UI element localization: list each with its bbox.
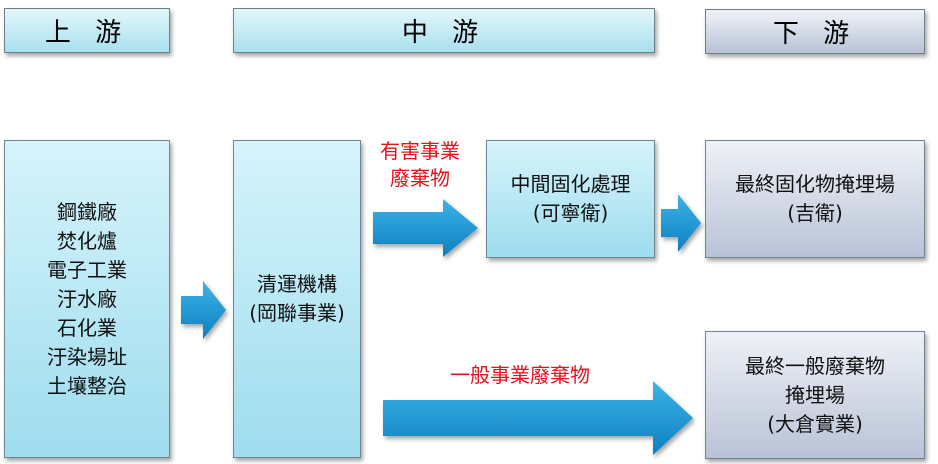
source-item: 電子工業 <box>47 257 127 282</box>
downstream-header: 下 游 <box>705 9 925 54</box>
solidification-box: 中間固化處理 (可寧衛) <box>486 140 655 258</box>
solidified-landfill-company: (吉衛) <box>787 201 843 225</box>
downstream-header-label: 下 游 <box>772 19 858 49</box>
solidified-landfill-title: 最終固化物掩埋場 <box>735 172 895 196</box>
general-waste-label: 一般事業廢棄物 <box>450 363 590 387</box>
upstream-header: 上 游 <box>4 8 170 53</box>
general-landfill-box: 最終一般廢棄物 掩埋場 (大倉實業) <box>705 331 925 459</box>
source-item: 石化業 <box>57 315 117 340</box>
arrow-sources-to-transport <box>181 281 226 339</box>
solidification-title: 中間固化處理 <box>510 172 631 196</box>
solidification-company: (可寧衛) <box>532 201 609 225</box>
upstream-header-label: 上 游 <box>44 18 130 48</box>
arrow-solidification-to-landfill <box>661 194 701 252</box>
midstream-header: 中 游 <box>233 8 655 53</box>
source-item: 汙水廠 <box>57 286 117 311</box>
source-item: 鋼鐵廠 <box>57 199 117 224</box>
waste-sources-box: 鋼鐵廠 焚化爐 電子工業 汙水廠 石化業 汙染場址 土壤整治 <box>4 140 170 458</box>
general-landfill-subtitle: 掩埋場 <box>785 382 845 407</box>
midstream-header-label: 中 游 <box>401 18 487 48</box>
general-landfill-company: (大倉實業) <box>767 411 863 436</box>
arrow-hazardous-to-solidification <box>373 199 478 257</box>
arrow-general-to-landfill <box>383 381 693 455</box>
hazardous-label-line1: 有害事業 <box>380 139 460 163</box>
transport-company: (岡聯事業) <box>249 301 345 325</box>
source-item: 土壤整治 <box>47 373 127 398</box>
solidified-landfill-box: 最終固化物掩埋場 (吉衛) <box>705 140 925 258</box>
hazardous-waste-label: 有害事業 廢棄物 <box>365 138 475 192</box>
source-item: 汙染場址 <box>47 344 127 369</box>
transport-box: 清運機構 (岡聯事業) <box>233 140 361 458</box>
source-item: 焚化爐 <box>57 228 117 253</box>
transport-title: 清運機構 <box>257 272 337 296</box>
general-landfill-title: 最終一般廢棄物 <box>745 353 885 378</box>
hazardous-label-line2: 廢棄物 <box>390 166 450 190</box>
